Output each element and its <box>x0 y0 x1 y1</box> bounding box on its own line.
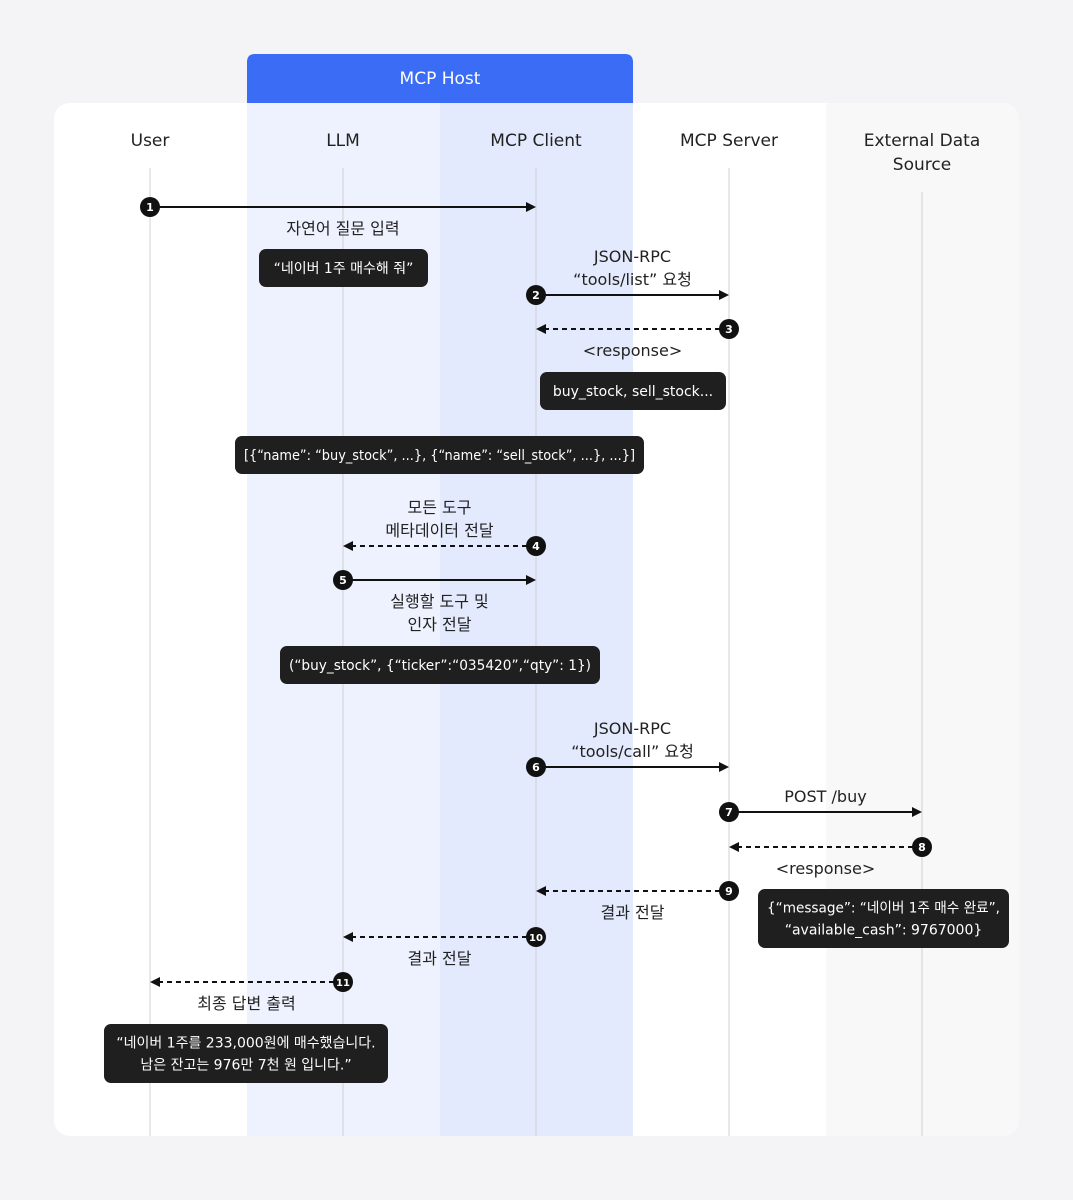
message-2-label: “tools/list” 요청 <box>573 270 692 289</box>
host-header-label: MCP Host <box>400 69 481 89</box>
note-box <box>540 372 726 410</box>
note-final-answer-text: 남은 잔고는 976만 7천 원 입니다.” <box>140 1058 351 1074</box>
message-5-label: 실행할 도구 및 <box>390 592 489 611</box>
message-4-label: 메타데이터 전달 <box>385 521 493 540</box>
arrowhead-icon <box>912 807 922 817</box>
message-8: 8 <response> <box>729 837 932 878</box>
message-7: 7 POST /buy <box>719 787 922 822</box>
host-header <box>247 54 633 103</box>
participant-headers: User LLM MCP Client MCP Server External Data… <box>131 131 981 175</box>
arrowhead-icon <box>343 541 353 551</box>
message-9-label: 결과 전달 <box>601 903 665 922</box>
message-2: 2 JSON-RPC “tools/list” 요청 <box>526 247 729 305</box>
step-number-badge <box>719 881 739 901</box>
note-final-answer: “네이버 1주를 233,000원에 매수했습니다. 남은 잔고는 976만 7천… <box>104 1024 388 1083</box>
note-buy-result-text: {“message”: “네이버 1주 매수 완료”, <box>767 901 1000 917</box>
step-number-9: 9 <box>725 885 733 898</box>
note-tool-list-text: buy_stock, sell_stock... <box>553 384 713 400</box>
step-number-4: 4 <box>532 540 540 553</box>
message-6-label: JSON-RPC <box>593 719 671 738</box>
arrowhead-icon <box>536 324 546 334</box>
step-number-badge <box>526 285 546 305</box>
message-4-label: 모든 도구 <box>408 498 472 517</box>
message-2-label: JSON-RPC <box>593 247 671 266</box>
arrowhead-icon <box>719 762 729 772</box>
step-number-badge <box>140 197 160 217</box>
message-11-label: 최종 답변 출력 <box>197 994 296 1013</box>
step-number-3: 3 <box>725 323 733 336</box>
step-number-badge <box>526 757 546 777</box>
arrowhead-icon <box>150 977 160 987</box>
arrowhead-icon <box>536 886 546 896</box>
message-1-label: 자연어 질문 입력 <box>286 219 399 238</box>
note-box <box>280 646 600 684</box>
note-tool-call-args: (“buy_stock”, {“ticker”:“035420”,“qty”: … <box>280 646 600 684</box>
step-number-1: 1 <box>146 201 154 214</box>
participant-label-server: MCP Server <box>680 131 778 151</box>
step-number-2: 2 <box>532 289 540 302</box>
step-number-badge <box>912 837 932 857</box>
note-buy-result-text: “available_cash”: 9767000} <box>785 923 983 939</box>
participant-label-external: Source <box>893 155 951 175</box>
step-number-11: 11 <box>336 978 350 989</box>
note-box <box>235 436 644 474</box>
step-number-badge <box>333 570 353 590</box>
step-number-badge <box>719 319 739 339</box>
message-3-label: <response> <box>583 341 682 360</box>
participant-label-user: User <box>131 131 170 151</box>
note-tool-metadata-text: [{“name”: “buy_stock”, ...}, {“name”: “s… <box>244 448 635 464</box>
note-buy-result: {“message”: “네이버 1주 매수 완료”, “available_ca… <box>758 889 1009 948</box>
message-8-label: <response> <box>776 859 875 878</box>
arrowhead-icon <box>526 202 536 212</box>
note-box <box>259 249 428 287</box>
note-tool-call-args-text: (“buy_stock”, {“ticker”:“035420”,“qty”: … <box>289 658 591 674</box>
message-9: 9 결과 전달 <box>536 881 739 922</box>
participant-label-external: External Data <box>864 131 981 151</box>
note-user-question-text: “네이버 1주 매수해 줘” <box>274 261 414 277</box>
note-final-answer-text: “네이버 1주를 233,000원에 매수했습니다. <box>116 1036 375 1052</box>
step-number-10: 10 <box>529 933 543 944</box>
step-number-badge <box>333 972 353 992</box>
step-number-badge <box>526 536 546 556</box>
note-box <box>104 1024 388 1083</box>
message-10: 10 결과 전달 <box>343 927 546 968</box>
arrowhead-icon <box>526 575 536 585</box>
step-number-badge <box>719 802 739 822</box>
message-3: 3 <response> <box>536 319 739 360</box>
message-5: 5 실행할 도구 및인자 전달 <box>333 570 536 634</box>
note-user-question: “네이버 1주 매수해 줘” <box>259 249 428 287</box>
note-box <box>758 889 1009 948</box>
arrowhead-icon <box>729 842 739 852</box>
message-7-label: POST /buy <box>784 787 866 806</box>
message-11: 11 최종 답변 출력 <box>150 972 353 1013</box>
arrowhead-icon <box>719 290 729 300</box>
message-10-label: 결과 전달 <box>408 949 472 968</box>
step-number-5: 5 <box>339 574 347 587</box>
step-number-badge <box>526 927 546 947</box>
note-tool-metadata: [{“name”: “buy_stock”, ...}, {“name”: “s… <box>235 436 644 474</box>
note-boxes: “네이버 1주 매수해 줘” buy_stock, sell_stock... [{… <box>104 249 1009 1083</box>
participant-label-client: MCP Client <box>490 131 582 151</box>
step-number-8: 8 <box>918 841 926 854</box>
note-tool-list: buy_stock, sell_stock... <box>540 372 726 410</box>
message-6: 6 JSON-RPC “tools/call” 요청 <box>526 719 729 777</box>
participant-label-llm: LLM <box>326 131 360 151</box>
step-number-7: 7 <box>725 806 733 819</box>
message-1: 1 자연어 질문 입력 <box>140 197 536 238</box>
arrowhead-icon <box>343 932 353 942</box>
step-number-6: 6 <box>532 761 540 774</box>
message-5-label: 인자 전달 <box>408 615 472 634</box>
message-6-label: “tools/call” 요청 <box>571 742 694 761</box>
